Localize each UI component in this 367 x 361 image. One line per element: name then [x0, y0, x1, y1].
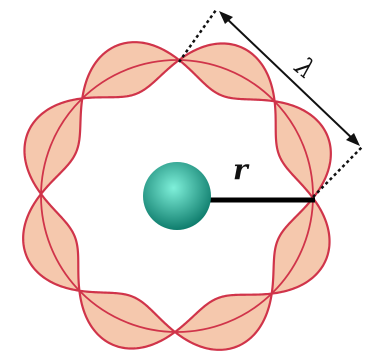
wavelength-extension-line-top — [177, 9, 218, 63]
wavelength-dimension-line — [223, 15, 356, 142]
wavelength-label: λ — [288, 51, 321, 85]
wavelength-arrow-head-top — [219, 11, 233, 24]
radius-label: r — [233, 153, 250, 186]
wavelength-arrow-head-bottom — [346, 133, 360, 146]
nucleus — [143, 162, 211, 230]
